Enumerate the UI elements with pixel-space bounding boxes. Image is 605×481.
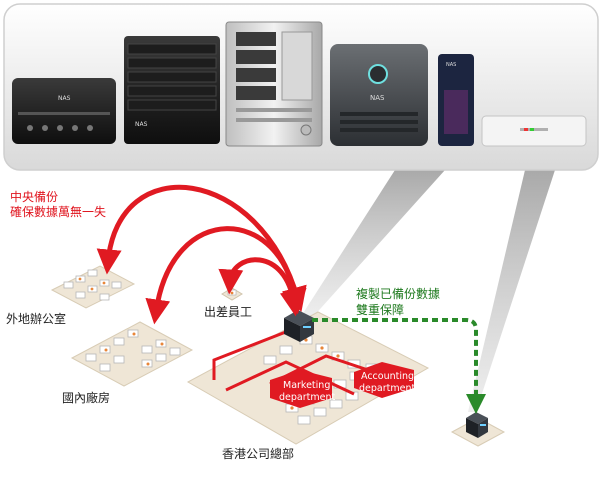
replicate-label-line2: 雙重保障: [356, 302, 404, 317]
arrow-domestic-factory: [145, 226, 307, 325]
nas-device-6: [481, 115, 587, 147]
domestic-factory-label: 國內廠房: [62, 390, 110, 405]
accounting-department-badge: Accounting department: [354, 362, 415, 398]
traveling-staff-desk: [221, 287, 243, 301]
nas-device-5-label: NAS: [446, 62, 456, 68]
remote-office-floor: [50, 265, 136, 309]
hk-headquarters-label: 香港公司總部: [222, 446, 294, 461]
central-backup-label-line2: 確保數據萬無一失: [10, 204, 106, 219]
nas-device-4-label: NAS: [370, 94, 385, 102]
marketing-label-line2: department: [279, 392, 335, 403]
domestic-factory-floor: [70, 321, 194, 387]
traveling-staff-label: 出差員工: [204, 305, 252, 319]
nas-device-2: NAS: [124, 36, 220, 144]
beam-to-hq-server: [300, 170, 445, 318]
marketing-department-badge: Marketing department: [270, 370, 335, 408]
remote-office-label: 外地辦公室: [6, 311, 66, 326]
nas-device-5: NAS: [438, 54, 474, 146]
nas-device-1: NAS: [12, 78, 116, 144]
replication-arrow: [312, 318, 486, 414]
beam-to-backup-server: [468, 170, 555, 412]
replicate-label-line1: 複製已備份數據: [356, 286, 440, 301]
accounting-label-line1: Accounting: [361, 371, 414, 382]
marketing-label-line1: Marketing: [283, 380, 330, 391]
nas-device-4: NAS: [330, 44, 428, 146]
nas-device-2-label: NAS: [135, 121, 148, 128]
backup-nas-server: [450, 412, 506, 447]
nas-device-3: [225, 21, 323, 147]
central-backup-label-line1: 中央備份: [10, 189, 58, 204]
nas-device-1-label: NAS: [58, 95, 71, 102]
accounting-label-line2: department: [359, 383, 415, 394]
central-backup-arrows: [96, 184, 307, 325]
arrow-traveling-staff: [218, 257, 305, 317]
